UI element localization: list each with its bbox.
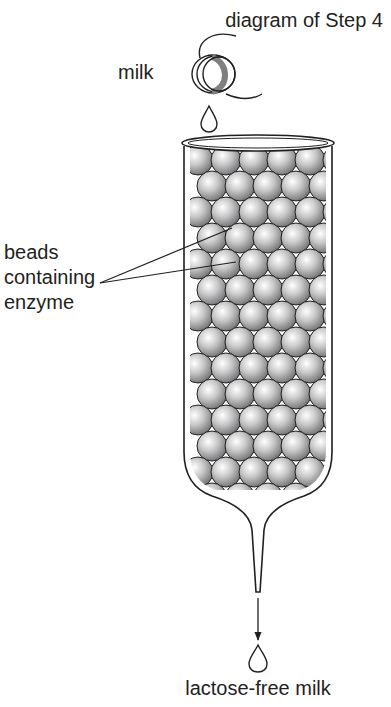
enzyme-bead [337,379,367,409]
enzyme-bead [337,171,367,201]
enzyme-bead [281,275,311,305]
enzyme-bead [281,171,311,201]
enzyme-bead [295,249,325,279]
enzyme-bead [309,223,339,253]
enzyme-bead [253,431,283,461]
enzyme-bead [267,249,297,279]
enzyme-bead [295,405,325,435]
leader-line [100,262,236,283]
enzyme-bead [197,483,227,513]
enzyme-bead [309,379,339,409]
enzyme-bead [239,405,269,435]
enzyme-bead [337,431,367,461]
enzyme-bead [281,379,311,409]
milk-tap [192,34,262,98]
enzyme-bead [253,171,283,201]
enzyme-bead [267,353,297,383]
enzyme-bead [183,353,213,383]
flow-arrow [257,598,258,640]
enzyme-bead [225,223,255,253]
enzyme-bead [323,405,353,435]
enzyme-bead [239,457,269,487]
enzyme-bead [295,457,325,487]
enzyme-bead [309,431,339,461]
enzyme-bead [253,275,283,305]
enzyme-bead [323,197,353,227]
enzyme-bead [281,327,311,357]
bead-group [183,145,367,513]
enzyme-bead [197,431,227,461]
enzyme-bead [295,301,325,331]
enzyme-bead [337,483,367,513]
enzyme-bead [197,223,227,253]
leader-line [100,228,232,283]
diagram-title: diagram of Step 4 [225,8,383,33]
part-label: milk [118,60,178,85]
enzyme-bead [281,431,311,461]
enzyme-bead [253,327,283,357]
enzyme-bead [253,379,283,409]
part-label: lactose-free milk [160,676,356,701]
enzyme-bead [239,197,269,227]
enzyme-bead [281,223,311,253]
enzyme-bead [323,249,353,279]
column-rim [182,135,334,151]
milk-drop [201,106,217,132]
enzyme-bead [225,327,255,357]
column-rim-inner [188,138,328,148]
enzyme-bead [309,275,339,305]
enzyme-bead [197,171,227,201]
enzyme-bead [225,483,255,513]
enzyme-bead [253,223,283,253]
enzyme-bead [323,353,353,383]
enzyme-bead [337,327,367,357]
enzyme-bead [337,275,367,305]
part-label: beads containing enzyme [4,240,104,315]
enzyme-bead [295,353,325,383]
enzyme-bead [267,301,297,331]
enzyme-bead [225,431,255,461]
enzyme-bead [323,145,353,175]
enzyme-bead [281,483,311,513]
enzyme-bead [267,457,297,487]
enzyme-bead [309,327,339,357]
enzyme-bead [239,353,269,383]
enzyme-bead [267,405,297,435]
enzyme-bead [323,457,353,487]
enzyme-bead [183,197,213,227]
enzyme-bead [211,353,241,383]
enzyme-bead [239,301,269,331]
enzyme-bead [183,457,213,487]
enzyme-bead [211,457,241,487]
enzyme-bead [211,197,241,227]
enzyme-bead [197,327,227,357]
enzyme-bead [225,171,255,201]
enzyme-bead [197,275,227,305]
enzyme-bead [337,223,367,253]
enzyme-bead [239,249,269,279]
enzyme-bead [183,301,213,331]
product-drop [249,645,267,672]
enzyme-bead [225,275,255,305]
enzyme-bead [323,301,353,331]
enzyme-bead [309,171,339,201]
enzyme-bead [225,379,255,409]
enzyme-bead [295,197,325,227]
enzyme-bead [211,301,241,331]
column-body [184,146,332,592]
enzyme-bead [309,483,339,513]
enzyme-bead [197,379,227,409]
enzyme-bead [183,249,213,279]
enzyme-bead [211,405,241,435]
enzyme-bead [267,197,297,227]
enzyme-bead [183,405,213,435]
enzyme-bead [253,483,283,513]
